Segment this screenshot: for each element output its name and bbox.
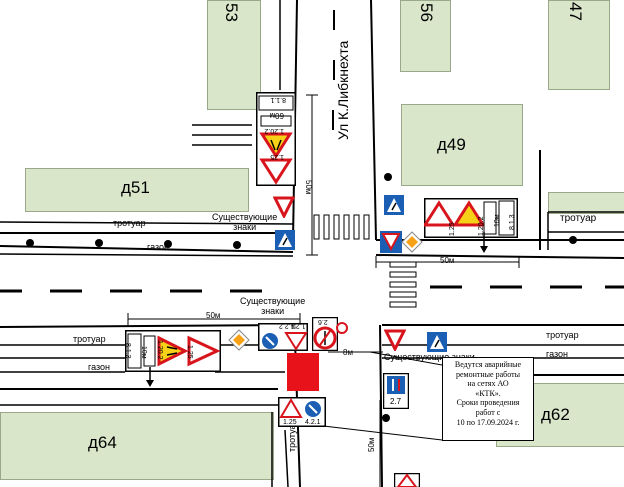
sign-north-code-8-1-1: 8.1.1	[270, 96, 286, 103]
building-d49-label: д49	[437, 135, 466, 154]
existing-signs-line2: знаки	[261, 306, 285, 316]
building-d64	[0, 412, 274, 480]
sidewalk-label-sw: тротуар	[73, 334, 106, 344]
notice-line-5: Сроки проведения	[456, 398, 520, 408]
pedestrian-crossing-sign-nw	[275, 230, 295, 250]
warning-triangle-icon	[259, 158, 293, 185]
no-entry-sign-small	[336, 322, 348, 334]
building-47	[548, 0, 610, 90]
sign-panel-center-top	[258, 323, 308, 351]
existing-signs-label-se: Существующие знаки	[384, 352, 475, 362]
sign-north-code-60m: 60м	[269, 111, 284, 120]
building-d51-label: д51	[121, 178, 150, 197]
main-road-sign-center	[228, 329, 250, 351]
sign-panel-south	[278, 397, 326, 427]
sign-south-code-1-25: 1.25	[283, 419, 297, 426]
existing-signs-line1: Существующие	[240, 296, 306, 306]
notice-line-3: на сетях АО	[467, 379, 509, 389]
building-d51	[25, 168, 249, 212]
sidewalk-label-ne: тротуар	[560, 213, 597, 224]
arrow-down-icon-west	[146, 367, 154, 387]
pedestrian-crossing-sign-se	[427, 332, 447, 352]
notice-line-1: Ведутся аварийные	[454, 360, 522, 369]
give-way-sign-se	[384, 329, 406, 351]
sign-west-code-10m: 10м	[140, 346, 147, 359]
sign-east-code-10m: 10м	[494, 214, 501, 227]
main-road-sign-ne	[401, 231, 423, 253]
sign-north-code-1-25: 1.25	[270, 153, 284, 160]
sign-south-code-4-2-1: 4.2.1	[305, 419, 321, 426]
notice-line-7: 10 по 17.09.2024 г.	[456, 417, 520, 427]
sign-panel-west	[125, 330, 221, 372]
sign-west-code-1-25: 1.25	[186, 345, 193, 359]
pedestrian-crossing-sign-ne-top	[384, 195, 404, 215]
work-zone	[287, 353, 319, 391]
dimension-50m-east: 50м	[440, 256, 455, 265]
arrow-down-icon	[480, 232, 488, 253]
sidewalk-label-nw: тротуар	[113, 218, 146, 228]
give-way-sign-nw	[273, 196, 295, 218]
building-56	[400, 0, 451, 72]
notice-line-4: «КТК».	[475, 388, 501, 398]
dimension-50m-south: 50м	[367, 437, 376, 452]
sign-west-code-8-1-3: 8.1.3	[124, 343, 131, 359]
sign-north-code-1-20-2: 1.20.2	[264, 127, 284, 134]
sign-panel-east	[424, 198, 518, 238]
dimension-50m-west: 50м	[206, 311, 221, 320]
sign-east-code-8-1-3: 8.1.3	[509, 214, 516, 230]
building-d62-label: д62	[541, 405, 570, 424]
lawn-label-sw: газон	[88, 362, 110, 372]
dimension-8m: 8м	[343, 348, 353, 357]
sign-east-code-1-25: 1.25	[449, 222, 456, 236]
building-d49	[401, 104, 523, 186]
building-d64-label: д64	[88, 433, 117, 452]
priority-over-oncoming-sign	[383, 373, 409, 409]
sidewalk-label-se: тротуар	[546, 330, 579, 340]
lawn-label-nw: газон	[147, 242, 169, 252]
existing-signs-label-center: Существующие знаки	[240, 296, 305, 316]
sign-code-2-7: 2.7	[390, 397, 402, 406]
building-right-upper	[548, 192, 624, 214]
oncoming-priority-sign	[312, 317, 338, 351]
building-53	[207, 0, 261, 110]
work-notice-box: Ведутся аварийные ремонтные работы на се…	[442, 357, 534, 441]
street-name-label: Ул К.Либкнехта	[335, 40, 351, 140]
sign-panel-north	[256, 92, 296, 186]
notice-line-6: работ с	[475, 407, 501, 417]
existing-signs-line1: Существующие	[212, 212, 278, 222]
sign-west-code-1-20-2: 1.20.2	[156, 340, 163, 360]
notice-line-2: ремонтные работы	[456, 369, 520, 379]
existing-signs-line2: знаки	[233, 222, 257, 232]
lawn-label-se: газон	[546, 349, 568, 359]
warning-sign-bottom	[394, 473, 420, 487]
dimension-50m-north: 50м	[304, 180, 313, 195]
sign-center-code-1-25: 1.25	[292, 322, 306, 329]
sign-code-2-6: 2.6	[318, 318, 328, 325]
give-way-sign-ne	[380, 231, 402, 253]
existing-signs-label-nw: Существующие знаки	[212, 212, 277, 232]
